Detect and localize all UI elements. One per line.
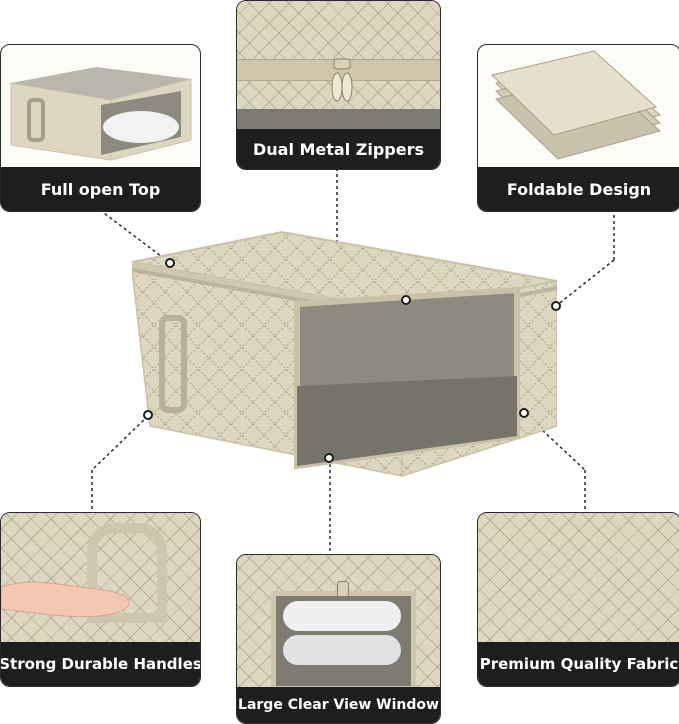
- top-callout-dot: [165, 258, 175, 268]
- foldable-callout-dot: [551, 301, 561, 311]
- zipper-callout-dot: [401, 295, 411, 305]
- foldable-design-panel: Foldable Design: [477, 44, 679, 212]
- premium-quality-fabric-label: Premium Quality Fabric: [478, 642, 679, 686]
- large-clear-view-window-label: Large Clear View Window: [237, 687, 440, 723]
- zipper-pull-icon: [331, 55, 353, 103]
- premium-quality-fabric-panel: Premium Quality Fabric: [477, 512, 679, 687]
- foldable-design-label: Foldable Design: [478, 167, 679, 211]
- strong-durable-handles-label: Strong Durable Handles: [1, 642, 200, 686]
- storage-box-image: [131, 226, 558, 486]
- zipper-pull-small-icon: [337, 581, 349, 597]
- storage-box-illustration: [131, 230, 558, 478]
- window-callout-dot: [324, 453, 334, 463]
- strong-durable-handles-panel: Strong Durable Handles: [0, 512, 201, 687]
- handle-strap-icon: [87, 523, 167, 623]
- dual-metal-zippers-label: Dual Metal Zippers: [237, 129, 440, 169]
- folded-bags-illustration: [490, 50, 662, 160]
- full-open-top-panel: Full open Top: [0, 44, 201, 212]
- full-open-top-label: Full open Top: [1, 167, 200, 211]
- dual-metal-zippers-panel: Dual Metal Zippers: [236, 0, 441, 170]
- large-clear-view-window-panel: Large Clear View Window: [236, 554, 441, 724]
- handle-callout-dot: [143, 410, 153, 420]
- fabric-callout-dot: [519, 408, 529, 418]
- open-box-illustration: [10, 67, 192, 161]
- hand-icon: [1, 581, 130, 618]
